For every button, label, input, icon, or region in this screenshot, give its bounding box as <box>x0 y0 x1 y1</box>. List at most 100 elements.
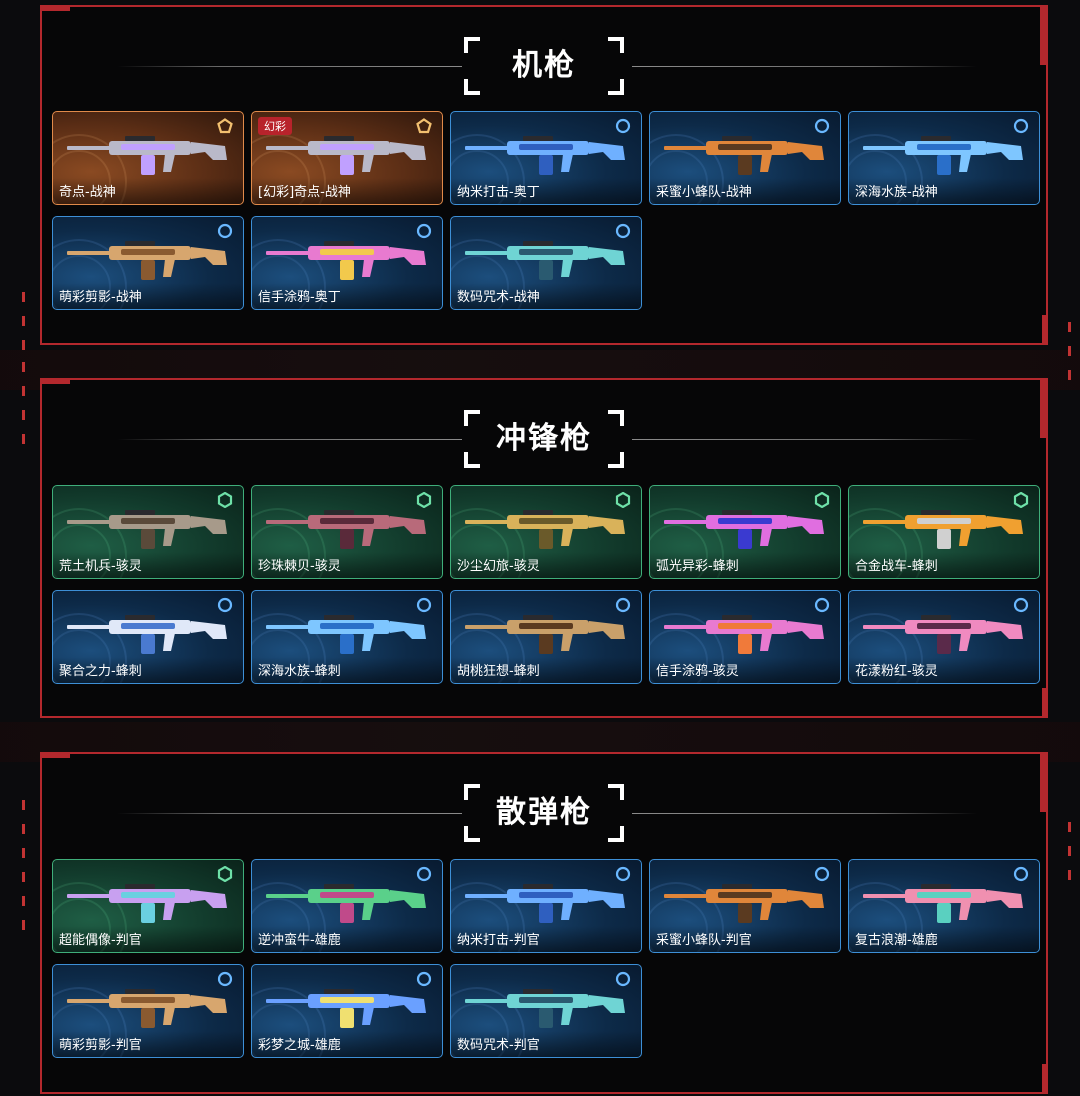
skin-card[interactable]: 复古浪潮-雄鹿 <box>848 859 1040 953</box>
card-bottom-fade <box>451 552 641 578</box>
weapon-image <box>266 510 426 549</box>
bracket-corner-icon <box>608 784 624 800</box>
card-bottom-fade <box>650 926 840 952</box>
card-bottom-fade <box>53 657 243 683</box>
left-edge-dots <box>22 872 25 944</box>
card-bottom-fade <box>451 657 641 683</box>
hexagon-icon <box>615 492 631 508</box>
section-panel-machine-gun: 机枪 奇点-战神 幻彩[幻彩]奇点-战神纳米打击-奥丁 采蜜小蜂队-战神深海水族-战… <box>40 5 1048 345</box>
weapon-image <box>465 136 625 175</box>
hexagon-icon <box>416 492 432 508</box>
skin-name: 纳米打击-奥丁 <box>457 185 540 200</box>
skin-name: 信手涂鸦-骇灵 <box>656 664 739 679</box>
circle-icon <box>615 118 631 134</box>
circle-icon <box>1013 597 1029 613</box>
skin-name: 数码咒术-判官 <box>457 1038 540 1053</box>
weapon-image <box>664 615 824 654</box>
section-header: 冲锋枪 <box>42 410 1046 468</box>
circle-icon <box>416 866 432 882</box>
card-bottom-fade <box>53 552 243 578</box>
bracket-corner-icon <box>608 410 624 426</box>
right-edge-dots <box>1068 322 1071 394</box>
circle-icon <box>814 118 830 134</box>
skin-card[interactable]: 彩梦之城-雄鹿 <box>251 964 443 1058</box>
circle-icon <box>416 597 432 613</box>
skin-name: 逆冲蛮牛-雄鹿 <box>258 933 341 948</box>
card-bottom-fade <box>53 926 243 952</box>
circle-icon <box>814 597 830 613</box>
circle-icon <box>814 866 830 882</box>
panel-corner-accent <box>40 752 70 758</box>
panel-corner-accent <box>1040 5 1048 65</box>
section-title-frame: 散弹枪 <box>464 784 624 842</box>
skin-name: 珍珠棘贝-骇灵 <box>258 559 341 574</box>
skin-card[interactable]: 采蜜小蜂队-战神 <box>649 111 841 205</box>
bracket-corner-icon <box>464 410 480 426</box>
skin-name: 奇点-战神 <box>59 185 116 200</box>
panel-corner-accent <box>1042 688 1048 718</box>
card-bottom-fade <box>849 657 1039 683</box>
section-title: 机枪 <box>512 48 576 83</box>
skin-card[interactable]: 深海水族-蜂刺 <box>251 590 443 684</box>
card-bottom-fade <box>849 178 1039 204</box>
skin-card[interactable]: 超能偶像-判官 <box>52 859 244 953</box>
skin-card[interactable]: 数码咒术-战神 <box>450 216 642 310</box>
skin-card[interactable]: 数码咒术-判官 <box>450 964 642 1058</box>
card-bottom-fade <box>451 1031 641 1057</box>
weapon-image <box>67 136 227 175</box>
skin-card[interactable]: 信手涂鸦-奥丁 <box>251 216 443 310</box>
weapon-image <box>465 884 625 923</box>
skin-card[interactable]: 纳米打击-判官 <box>450 859 642 953</box>
skin-card[interactable]: 弧光异彩-蜂刺 <box>649 485 841 579</box>
section-panel-smg: 冲锋枪 荒土机兵-骇灵 珍珠棘贝-骇灵 沙尘幻旅-骇灵弧光异彩-蜂刺合金战车-蜂刺聚… <box>40 378 1048 718</box>
skin-card[interactable]: 信手涂鸦-骇灵 <box>649 590 841 684</box>
skin-name: 荒土机兵-骇灵 <box>59 559 142 574</box>
weapon-image <box>863 884 1023 923</box>
bracket-corner-icon <box>464 784 480 800</box>
skin-card[interactable]: 深海水族-战神 <box>848 111 1040 205</box>
card-bottom-fade <box>252 178 442 204</box>
card-bottom-fade <box>451 283 641 309</box>
weapon-image <box>465 989 625 1028</box>
skin-name: 复古浪潮-雄鹿 <box>855 933 938 948</box>
weapon-image <box>863 136 1023 175</box>
hexagon-icon <box>814 492 830 508</box>
skin-name: 采蜜小蜂队-判官 <box>656 933 752 948</box>
right-edge-dots <box>1068 822 1071 894</box>
skin-card[interactable]: 荒土机兵-骇灵 <box>52 485 244 579</box>
card-bottom-fade <box>650 552 840 578</box>
header-divider <box>117 813 462 814</box>
bracket-corner-icon <box>608 37 624 53</box>
section-header: 散弹枪 <box>42 784 1046 842</box>
card-bottom-fade <box>252 1031 442 1057</box>
pentagon-icon <box>416 118 432 134</box>
variant-badge: 幻彩 <box>258 117 292 135</box>
skin-card[interactable]: 奇点-战神 <box>52 111 244 205</box>
skin-card[interactable]: 沙尘幻旅-骇灵 <box>450 485 642 579</box>
skin-card[interactable]: 珍珠棘贝-骇灵 <box>251 485 443 579</box>
header-divider <box>117 66 462 67</box>
skin-card[interactable]: 萌彩剪影-判官 <box>52 964 244 1058</box>
panel-corner-accent <box>40 5 70 11</box>
circle-icon <box>217 223 233 239</box>
skin-card[interactable]: 采蜜小蜂队-判官 <box>649 859 841 953</box>
skin-card[interactable]: 萌彩剪影-战神 <box>52 216 244 310</box>
bracket-corner-icon <box>464 79 480 95</box>
skin-card[interactable]: 纳米打击-奥丁 <box>450 111 642 205</box>
skin-name: 纳米打击-判官 <box>457 933 540 948</box>
skin-card[interactable]: 幻彩[幻彩]奇点-战神 <box>251 111 443 205</box>
weapon-image <box>266 615 426 654</box>
bracket-corner-icon <box>464 37 480 53</box>
card-bottom-fade <box>53 178 243 204</box>
weapon-image <box>664 884 824 923</box>
skin-name: 萌彩剪影-判官 <box>59 1038 142 1053</box>
skin-card[interactable]: 逆冲蛮牛-雄鹿 <box>251 859 443 953</box>
skin-card[interactable]: 胡桃狂想-蜂刺 <box>450 590 642 684</box>
skin-card[interactable]: 聚合之力-蜂刺 <box>52 590 244 684</box>
bracket-corner-icon <box>464 826 480 842</box>
skin-card[interactable]: 花漾粉红-骇灵 <box>848 590 1040 684</box>
skin-name: 花漾粉红-骇灵 <box>855 664 938 679</box>
weapon-image <box>266 989 426 1028</box>
skin-card[interactable]: 合金战车-蜂刺 <box>848 485 1040 579</box>
skin-name: 深海水族-战神 <box>855 185 938 200</box>
